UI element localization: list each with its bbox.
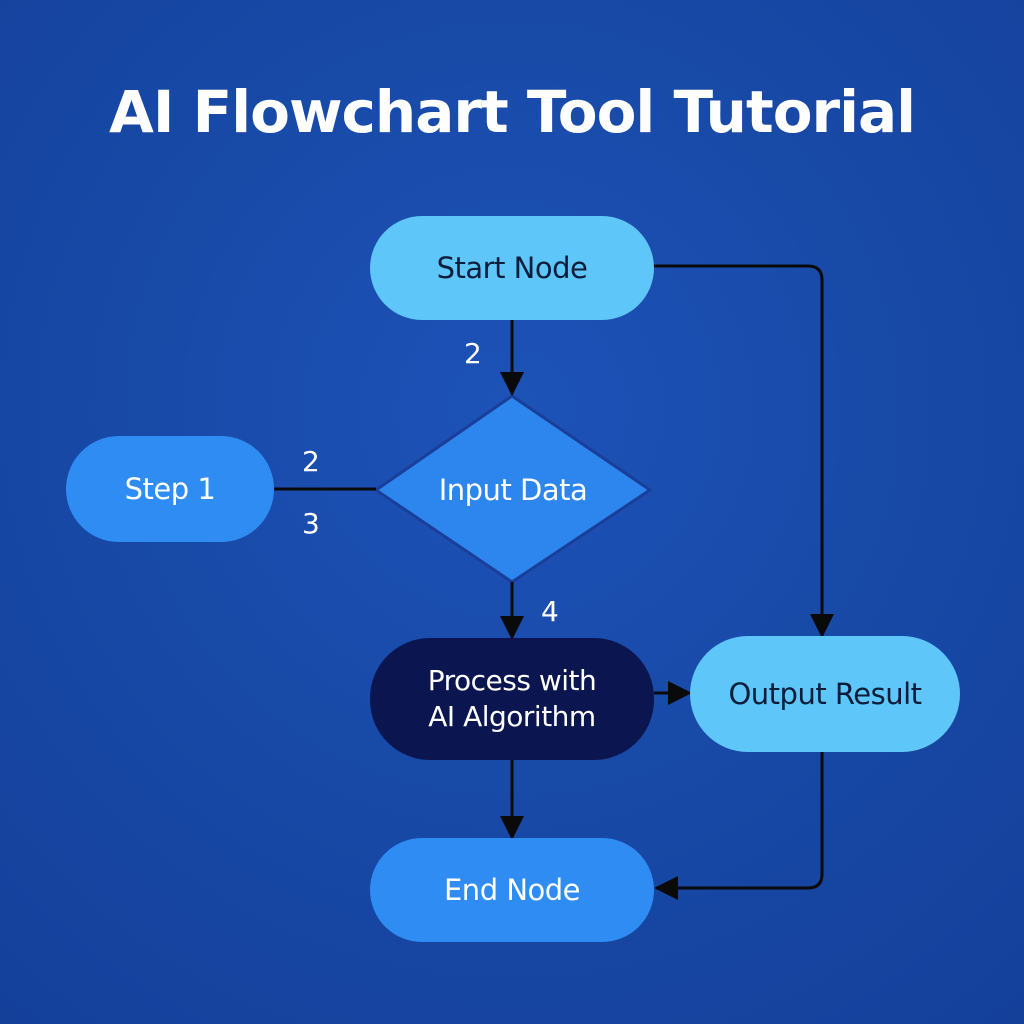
step-1-node[interactable]: Step 1 (66, 436, 274, 542)
diagram-title: AI Flowchart Tool Tutorial (108, 78, 916, 146)
start-node[interactable]: Start Node (370, 216, 654, 320)
process-node-label: Process with AI Algorithm (428, 663, 597, 735)
process-node[interactable]: Process with AI Algorithm (370, 638, 654, 760)
output-result-label: Output Result (728, 677, 922, 711)
output-result-node[interactable]: Output Result (690, 636, 960, 752)
edge-label-step1-input-bottom: 3 (302, 507, 320, 540)
process-node-label-line1: Process with (427, 664, 597, 697)
edge-output-end (654, 752, 824, 900)
edge-label-start-input: 2 (464, 337, 482, 370)
start-node-label: Start Node (436, 251, 588, 285)
edge-start-output-loop (634, 254, 834, 638)
end-node[interactable]: End Node (370, 838, 654, 942)
end-node-label: End Node (443, 873, 581, 907)
step-1-node-label: Step 1 (124, 472, 216, 506)
edge-label-step1-input-top: 2 (302, 445, 320, 478)
process-node-label-line2: AI Algorithm (428, 700, 596, 733)
input-data-label: Input Data (438, 473, 588, 507)
edge-label-input-process: 4 (541, 595, 559, 628)
